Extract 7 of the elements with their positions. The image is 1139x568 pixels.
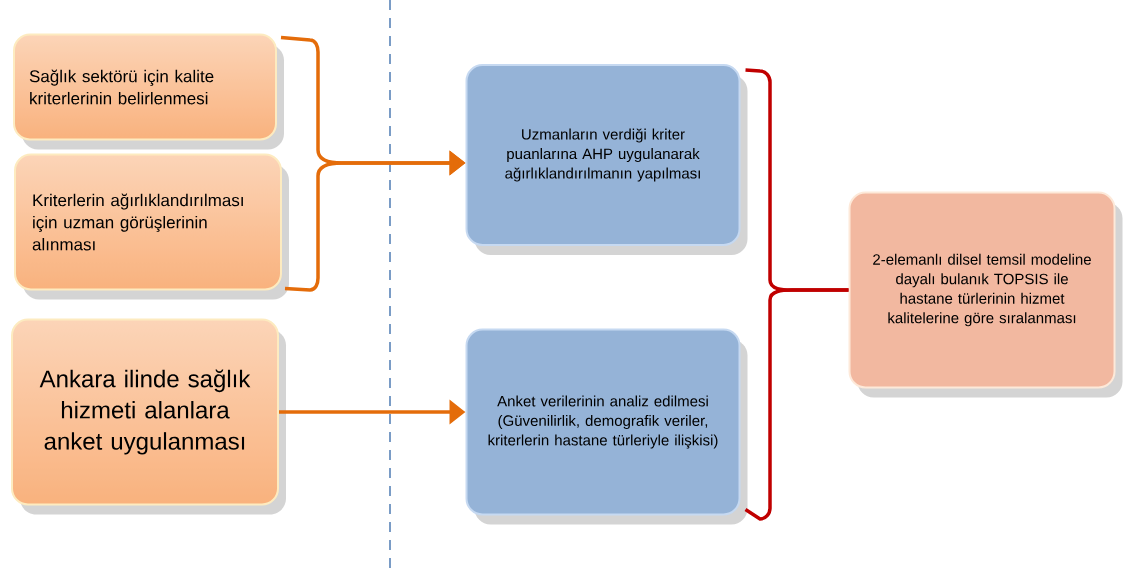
process-box: Anket verilerinin analiz edilmesi (Güvenilirlik, demografik veriler, kriterlerin hastane türleriyle ilişkisi) (465, 328, 748, 525)
process-box: 2-elemanlı dilsel temsil modeline dayalı bulanık TOPSIS ile hastane türlerinin hizmet kalitelerine göre sıralanması (848, 191, 1123, 398)
process-box: Sağlık sektörü için kalite kriterlerinin belirlenmesi (13, 33, 284, 150)
process-box: Ankara ilinde sağlık hizmeti alanlara anket uygulanması (11, 318, 286, 515)
process-box: Uzmanların verdiği kriter puanlarına AHP uygulanarak ağırlıklandırılmanın yapılması (465, 64, 748, 255)
process-box: Kriterlerin ağırlıklandırılması için uzman görüşlerinin alınması (14, 153, 289, 300)
brace-connector (744, 288, 849, 521)
